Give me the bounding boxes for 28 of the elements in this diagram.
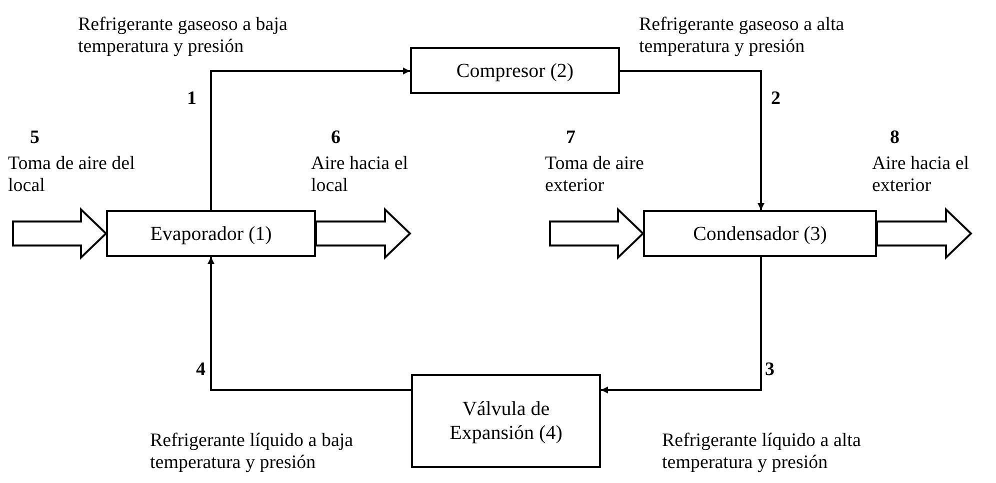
stream-number: 7 [566, 128, 576, 147]
process-box: Condensador (3) [643, 210, 877, 257]
stream-description: Toma de aire exterior [545, 153, 645, 197]
block-arrow [876, 207, 972, 260]
stream-description: Refrigerante líquido a baja temperatura y presión [150, 430, 354, 474]
stream-description: Aire hacia el exterior [872, 153, 970, 197]
stream-number: 3 [765, 360, 774, 379]
stream-number: 5 [30, 128, 40, 147]
process-box: Compresor (2) [410, 47, 620, 94]
process-box: Evaporador (1) [106, 210, 316, 257]
stream-number: 6 [331, 128, 340, 147]
block-arrow [12, 207, 108, 260]
block-arrow [315, 207, 412, 260]
flow-arrow [210, 68, 410, 210]
stream-number: 8 [890, 128, 900, 147]
process-box: Válvula de Expansión (4) [411, 374, 601, 468]
stream-description: Toma de aire del local [8, 153, 136, 197]
stream-description: Aire hacia el local [311, 153, 410, 197]
stream-number: 1 [187, 89, 196, 108]
stream-description: Refrigerante líquido a alta temperatura y presión [662, 430, 862, 474]
stream-description: Refrigerante gaseoso a baja temperatura y presión [78, 14, 288, 58]
stream-number: 4 [196, 360, 206, 379]
stream-number: 2 [771, 89, 780, 108]
stream-description: Refrigerante gaseoso a alta temperatura y presión [639, 14, 846, 58]
block-arrow [549, 207, 644, 260]
flow-arrow [620, 70, 764, 210]
flow-arrow [601, 257, 762, 394]
flow-arrow [208, 257, 411, 391]
